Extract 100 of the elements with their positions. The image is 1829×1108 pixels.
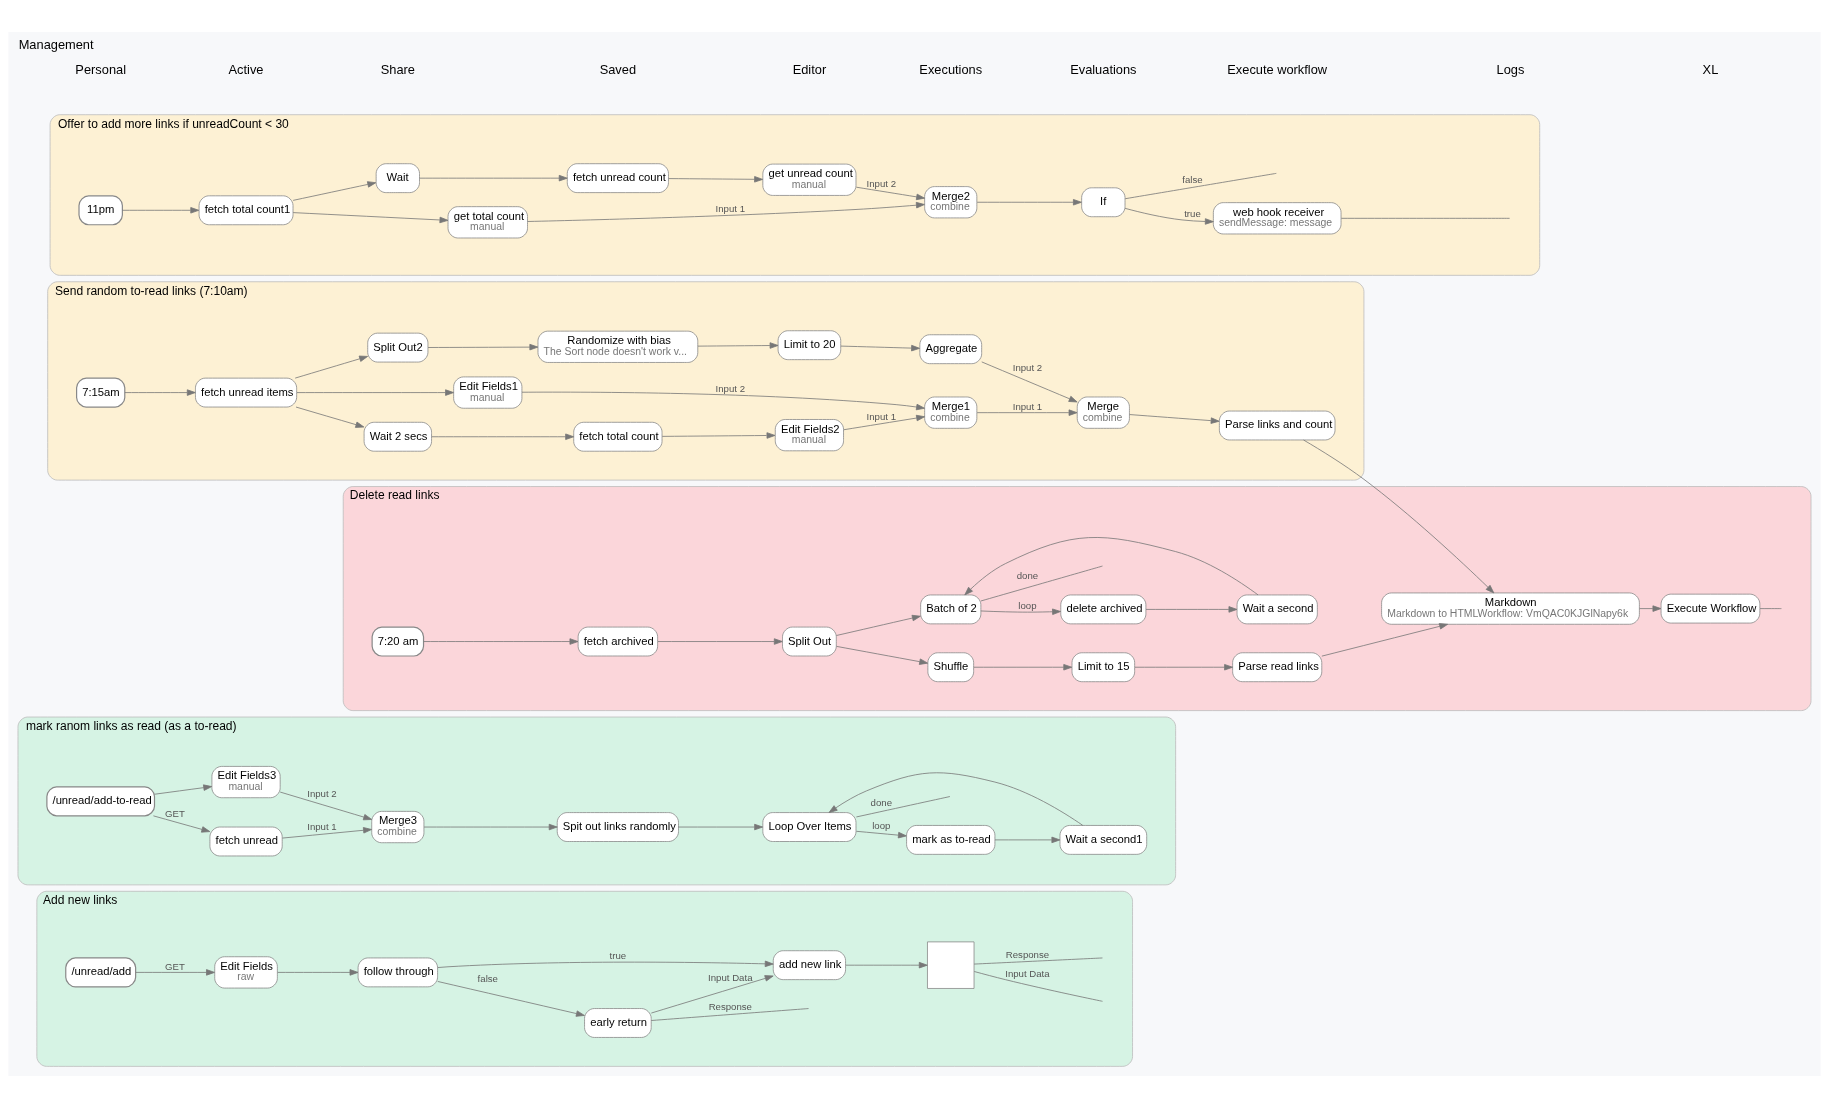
edge-label: GET — [165, 960, 185, 972]
edge-label: Input 1 — [1012, 400, 1043, 412]
node-box: Wait — [375, 163, 420, 193]
label: Personal — [75, 61, 127, 77]
arrow — [296, 389, 454, 396]
node-box: Merge1 combine — [924, 396, 978, 429]
edge-label: Input 1 — [866, 410, 896, 422]
arrow — [1321, 623, 1449, 657]
node-box: fetch unread count — [566, 163, 669, 193]
arrow — [437, 960, 774, 968]
node-box: Execute Workflow — [1660, 593, 1761, 624]
arrow — [836, 645, 929, 665]
label: Executions — [919, 61, 983, 77]
arrow — [277, 969, 359, 976]
arrow — [521, 391, 925, 411]
label: Share — [380, 61, 415, 77]
arrow — [678, 823, 764, 831]
arrow — [1303, 439, 1495, 594]
node-box: Edit Fields2 manual — [774, 419, 844, 452]
arrow — [431, 433, 575, 440]
arrow — [657, 638, 783, 645]
node-box: Loop Over Items — [762, 812, 857, 842]
arrow — [697, 342, 779, 349]
arrow — [845, 961, 928, 969]
arrow — [855, 186, 926, 201]
node-box: Batch of 2 — [920, 594, 982, 625]
node-box: Parse read links — [1232, 652, 1323, 683]
node-box: 7:15am — [76, 377, 126, 408]
node-box — [927, 941, 975, 989]
edge-label: loop — [872, 820, 891, 832]
arrow — [855, 830, 907, 839]
arrow — [1145, 606, 1238, 613]
node-box: Merge combine — [1076, 396, 1130, 429]
edge-label: Input 1 — [715, 203, 746, 215]
arrow — [154, 784, 213, 795]
arrow — [661, 432, 776, 439]
node-box: early return — [584, 1008, 652, 1038]
node-box: get total count manual — [447, 206, 528, 239]
node-box: /unread/add-to-read — [46, 786, 156, 817]
arrow — [1134, 664, 1233, 671]
node-box: get unread count manual — [762, 163, 857, 196]
arrow — [843, 414, 926, 431]
arrow — [294, 355, 368, 379]
arrow — [427, 343, 539, 351]
node-box: mark as to-read — [906, 825, 996, 855]
node-box: Edit Fields3 manual — [211, 766, 281, 799]
node-box: add new link — [772, 950, 846, 981]
arrow — [527, 201, 925, 222]
arrow — [650, 975, 774, 1014]
arrow — [994, 836, 1061, 844]
node-box: fetch total count — [573, 421, 663, 452]
arrow — [1124, 207, 1214, 225]
connector — [855, 796, 951, 818]
connector — [1340, 217, 1510, 219]
connector — [980, 565, 1103, 602]
arrow — [279, 791, 373, 821]
arrow — [973, 664, 1073, 671]
node-box: Spit out links randomly — [556, 812, 679, 842]
node-box: fetch unread items — [195, 377, 298, 408]
node-box: follow through — [357, 957, 438, 988]
edge-label: done — [870, 796, 892, 808]
arrow — [668, 176, 763, 183]
node-box: Parse links and count — [1219, 410, 1336, 441]
label: Logs — [1496, 61, 1525, 77]
arrow — [828, 772, 1084, 826]
arrow — [836, 614, 921, 636]
arrow — [980, 608, 1061, 615]
arrow — [423, 823, 558, 831]
edge-label: true — [609, 950, 627, 962]
connector — [1759, 608, 1782, 609]
connector — [973, 957, 1103, 965]
edge-label: Input 2 — [715, 383, 746, 395]
edge-label: done — [1016, 569, 1039, 581]
node-box: Limit to 15 — [1071, 652, 1136, 683]
arrow — [122, 207, 200, 214]
connector — [1124, 172, 1277, 200]
node-box: fetch unread — [209, 826, 283, 857]
edge-label: Input 2 — [866, 177, 896, 189]
node-box: Wait a second — [1236, 594, 1318, 625]
node-box: Wait a second1 — [1059, 825, 1148, 855]
node-box: Wait 2 secs — [363, 421, 432, 452]
node-box: 11pm — [78, 195, 123, 226]
node-box: Split Out — [782, 626, 837, 657]
edge-label: false — [477, 972, 498, 984]
arrow — [437, 981, 585, 1017]
node-box: Split Out2 — [367, 332, 429, 363]
node-box: Aggregate — [919, 334, 983, 365]
node-box: 7:20 am — [371, 626, 425, 657]
arrow — [423, 638, 579, 645]
edge-label: Input 1 — [307, 820, 337, 832]
edge-label: GET — [165, 808, 185, 820]
arrow — [976, 199, 1082, 206]
arrow — [295, 406, 365, 428]
edge-label: loop — [1018, 600, 1037, 612]
node-box: Limit to 20 — [777, 330, 842, 361]
arrow — [135, 969, 215, 976]
arrow — [1129, 414, 1220, 424]
edge-label: Input Data — [1005, 967, 1050, 979]
label: XL — [1702, 61, 1719, 77]
label: Active — [228, 61, 264, 77]
